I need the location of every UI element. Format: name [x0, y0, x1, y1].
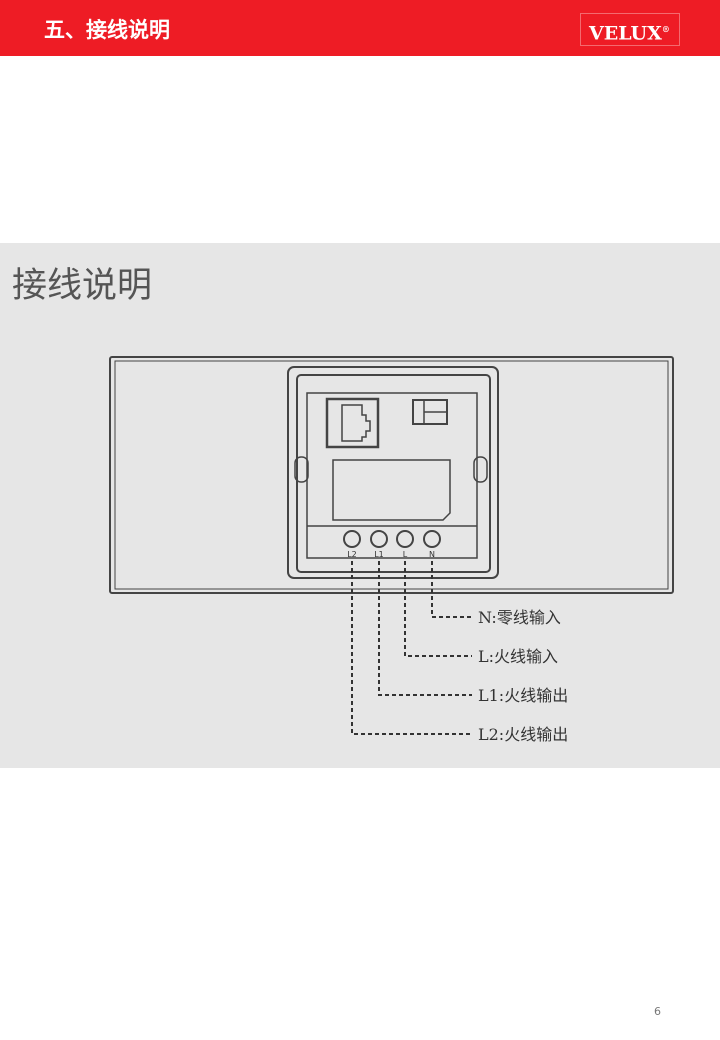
header-bar: 五、接线说明 VELUX®	[0, 0, 720, 56]
legend-l2: L2:火线输出	[478, 725, 568, 744]
rj45-port	[325, 397, 380, 449]
wiring-diagram: L2 L1 L N N:零线输入 L:火线输入 L1:火线输出 L2:火线输出	[109, 356, 674, 744]
page-number: 6	[654, 1005, 661, 1018]
legend-l: L:火线输入	[478, 647, 558, 666]
terminal-label-l2: L2	[347, 550, 357, 559]
wire-lines	[351, 561, 472, 735]
switch-frame	[109, 356, 674, 594]
terminal-circles	[343, 530, 441, 548]
legend-n: N:零线输入	[478, 608, 561, 627]
section-title: 五、接线说明	[44, 18, 170, 42]
display-window	[332, 459, 451, 521]
legend-l1: L1:火线输出	[478, 686, 568, 705]
diagram-title: 接线说明	[12, 266, 153, 306]
module-outer	[287, 366, 499, 579]
wiring-diagram-panel: 接线说明 L2 L1 L N N:零线输入 L:火线输入 L1:火线输出 L2:…	[0, 243, 720, 768]
terminal-label-l: L	[403, 550, 408, 559]
terminal-label-l1: L1	[374, 550, 384, 559]
terminal-label-n: N	[429, 550, 435, 559]
velux-logo: VELUX®	[580, 13, 680, 46]
